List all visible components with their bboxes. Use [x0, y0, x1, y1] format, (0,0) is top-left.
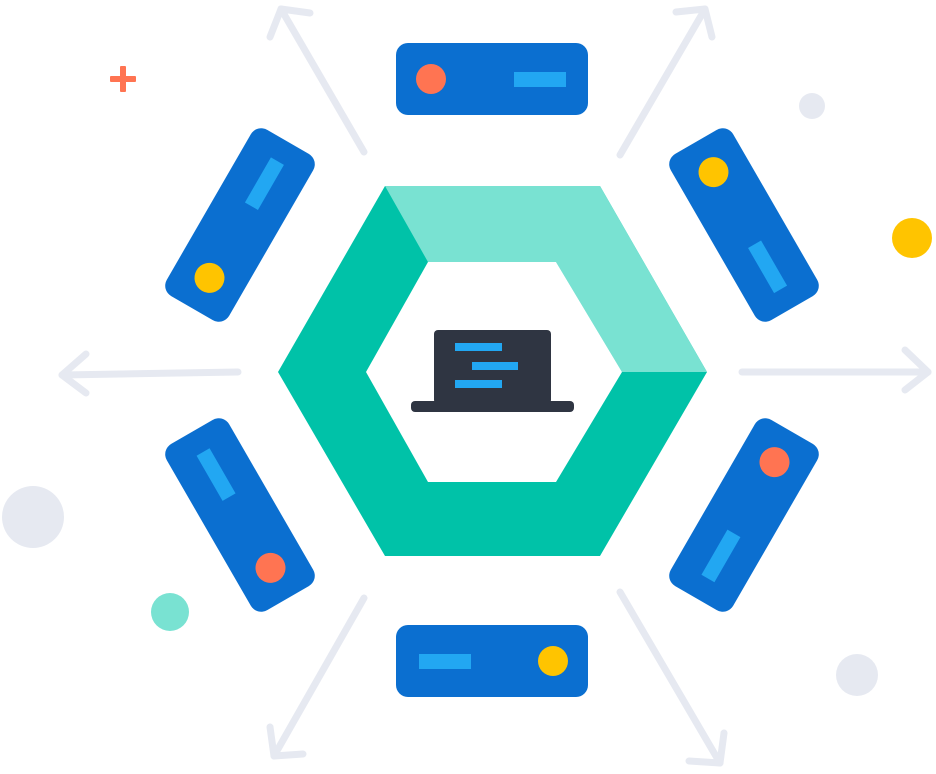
dot-icon: [151, 593, 189, 631]
dot-icon: [836, 654, 878, 696]
dot-icon: [799, 93, 825, 119]
server-top: [396, 43, 588, 115]
arrow-icon-bottom-right: [616, 588, 728, 767]
dot-icon: [2, 486, 64, 548]
decorations: [2, 66, 932, 696]
server-lower-left: [165, 418, 315, 612]
server-lower-right: [669, 418, 819, 612]
arrow-icon-right: [738, 346, 932, 394]
servers: [165, 43, 819, 697]
server-bottom: [396, 625, 588, 697]
server-upper-right: [669, 128, 819, 322]
arrow-icon-left: [58, 350, 242, 397]
dot-icon: [892, 218, 932, 258]
laptop-icon: [411, 330, 574, 412]
arrow-icon-top-left: [266, 5, 368, 156]
server-upper-left: [165, 128, 315, 322]
arrow-icon-top-right: [616, 5, 716, 159]
arrows: [58, 5, 932, 767]
arrow-icon-bottom-left: [266, 594, 368, 760]
plus-icon: [110, 66, 136, 92]
